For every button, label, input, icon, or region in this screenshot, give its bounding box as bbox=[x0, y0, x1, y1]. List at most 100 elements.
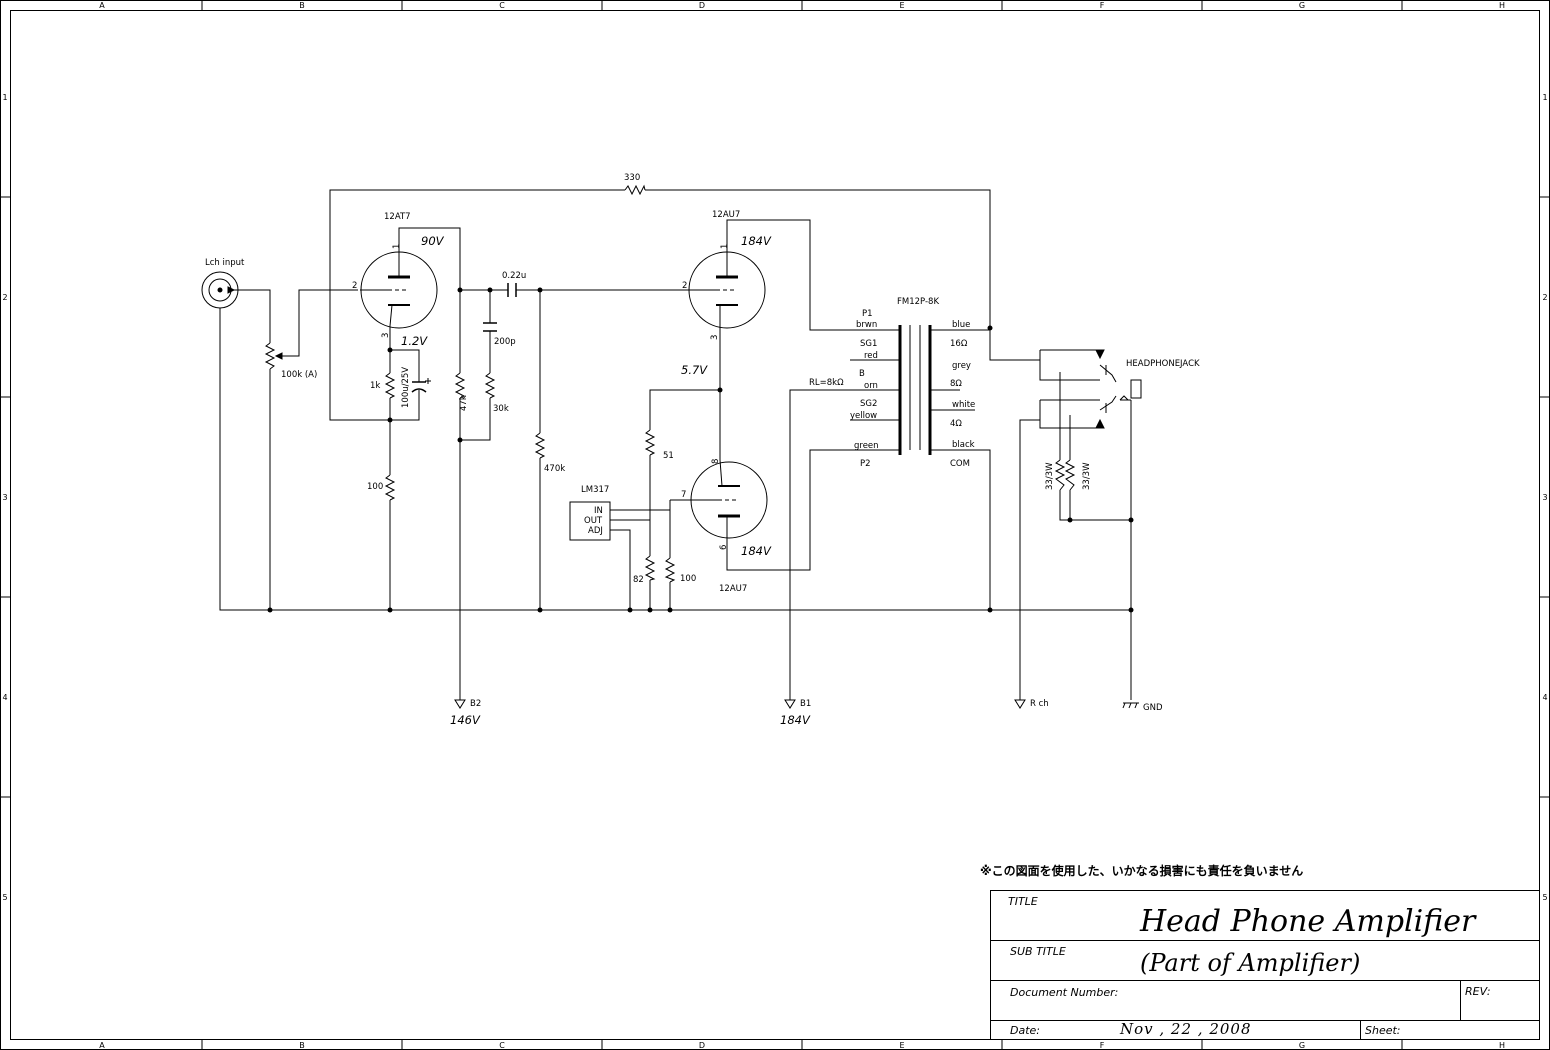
r-330-label: 330 bbox=[624, 173, 640, 183]
tube2-cathode-voltage: 5.7V bbox=[681, 363, 708, 377]
zone-col-f: F bbox=[1100, 1, 1105, 10]
secondary-white-label: white bbox=[952, 400, 975, 410]
primary-sg1-name: SG1 bbox=[860, 339, 877, 349]
zone-col-g: G bbox=[1299, 1, 1305, 10]
tube3-cathode-voltage: 184V bbox=[741, 544, 772, 558]
primary-sg2-color: yellow bbox=[850, 411, 877, 421]
capacitors bbox=[411, 283, 517, 393]
title-text: Head Phone Amplifier bbox=[1139, 904, 1477, 939]
r-30k-label: 30k bbox=[493, 404, 509, 414]
r-51 bbox=[644, 429, 656, 456]
r-1k-label: 1k bbox=[370, 381, 380, 391]
tube2-plate-voltage: 184V bbox=[741, 234, 772, 248]
zone-col-a: A bbox=[99, 1, 105, 10]
primary-p2-name: P2 bbox=[860, 459, 871, 469]
lm317-in-label: IN bbox=[594, 506, 603, 516]
zone-row-5-right: 5 bbox=[1542, 893, 1547, 902]
sheet-label: Sheet: bbox=[1365, 1024, 1401, 1037]
zone-col-h: H bbox=[1499, 1, 1505, 10]
r-1k bbox=[384, 372, 396, 399]
zone-col-h-bottom: H bbox=[1499, 1041, 1505, 1050]
tube-12au7-bottom-symbol bbox=[690, 459, 768, 540]
lm317-out-label: OUT bbox=[584, 516, 603, 526]
r-100-cathode bbox=[384, 474, 396, 501]
zone-row-2: 2 bbox=[2, 293, 7, 302]
primary-green-label: green bbox=[854, 441, 879, 451]
wires bbox=[219, 189, 1132, 700]
primary-b-color: orn bbox=[864, 381, 878, 391]
tube2-pin-plate: 1 bbox=[720, 244, 730, 249]
zone-row-3-right: 3 bbox=[1542, 493, 1547, 502]
headphone-jack-label: HEADPHONEJACK bbox=[1126, 359, 1200, 369]
input-jack-symbol bbox=[201, 271, 239, 313]
secondary-16-tap: 16Ω bbox=[950, 339, 968, 349]
date-value: Nov , 22 , 2008 bbox=[1119, 1020, 1252, 1038]
zone-row-4-right: 4 bbox=[1542, 693, 1547, 702]
rch-label: R ch bbox=[1030, 699, 1049, 709]
zone-row-1-right: 1 bbox=[1542, 93, 1547, 102]
lm317-adj-label: ADJ bbox=[588, 526, 603, 536]
transformer-label: FM12P-8K bbox=[897, 297, 939, 307]
secondary-black-label: black bbox=[952, 440, 975, 450]
r-47k bbox=[454, 372, 466, 399]
r-330 bbox=[624, 184, 646, 196]
zone-col-c: C bbox=[499, 1, 505, 10]
zone-col-e-bottom: E bbox=[899, 1041, 904, 1050]
zone-col-c-bottom: C bbox=[499, 1041, 505, 1050]
zone-col-a-bottom: A bbox=[99, 1041, 105, 1050]
load-label: RL=8kΩ bbox=[809, 378, 844, 388]
zone-row-5: 5 bbox=[2, 893, 7, 902]
secondary-4-tap: 4Ω bbox=[950, 419, 962, 429]
r-33-2-label: 33/3W bbox=[1082, 462, 1092, 490]
r-100-cathode-label: 100 bbox=[367, 482, 383, 492]
lm317-label: LM317 bbox=[581, 485, 609, 495]
subtitle-text: (Part of Amplifier) bbox=[1140, 949, 1360, 977]
title-label: TITLE bbox=[1008, 895, 1038, 908]
primary-p1-color: brwn bbox=[856, 320, 877, 330]
disclaimer-note: ※この図面を使用した、いかなる損害にも責任を負いません bbox=[980, 863, 1303, 878]
tube2-label: 12AU7 bbox=[712, 210, 740, 220]
title-block bbox=[990, 890, 1540, 1040]
tube1-pin-grid: 2 bbox=[352, 281, 357, 291]
cap-022u-label: 0.22u bbox=[502, 271, 526, 281]
tube2-pin-grid: 2 bbox=[682, 281, 687, 291]
subtitle-label: SUB TITLE bbox=[1010, 945, 1066, 958]
r-100-adj bbox=[664, 557, 676, 583]
zone-col-g-bottom: G bbox=[1299, 1041, 1305, 1050]
r-33-1 bbox=[1054, 459, 1066, 491]
secondary-8-tap: 8Ω bbox=[950, 379, 962, 389]
zone-row-1: 1 bbox=[2, 93, 7, 102]
secondary-grey-label: grey bbox=[952, 361, 971, 371]
date-label: Date: bbox=[1010, 1024, 1040, 1037]
primary-p1-name: P1 bbox=[862, 309, 873, 319]
volume-pot-label: 100k (A) bbox=[281, 370, 317, 380]
primary-b-name: B bbox=[859, 369, 865, 379]
resistors bbox=[384, 184, 1076, 583]
r-51-label: 51 bbox=[663, 451, 674, 461]
tube-12au7-top-symbol bbox=[685, 251, 766, 329]
zone-col-f-bottom: F bbox=[1100, 1041, 1105, 1050]
cap-200p-label: 200p bbox=[494, 337, 516, 347]
supply-symbols bbox=[454, 699, 1139, 709]
r-470k bbox=[534, 432, 546, 459]
lm317-box bbox=[569, 501, 611, 541]
zone-row-4: 4 bbox=[2, 693, 7, 702]
tube1-pin-cathode: 3 bbox=[381, 333, 391, 338]
b2-voltage: 146V bbox=[450, 713, 481, 727]
r-82-label: 82 bbox=[633, 575, 644, 585]
r-100-adj-label: 100 bbox=[680, 574, 696, 584]
secondary-blue-label: blue bbox=[952, 320, 970, 330]
r-470k-label: 470k bbox=[544, 464, 565, 474]
rev-label: REV: bbox=[1465, 985, 1491, 998]
tube2-pin-cathode: 3 bbox=[710, 335, 720, 340]
volume-pot-symbol bbox=[264, 342, 283, 370]
input-jack-label: Lch input bbox=[205, 258, 245, 268]
tube1-pin-plate: 1 bbox=[392, 244, 402, 249]
zone-col-b: B bbox=[299, 1, 305, 10]
headphone-jack-symbol bbox=[1095, 349, 1142, 429]
tube3-pin-plate: 8 bbox=[711, 459, 721, 464]
r-33-2 bbox=[1064, 459, 1076, 491]
